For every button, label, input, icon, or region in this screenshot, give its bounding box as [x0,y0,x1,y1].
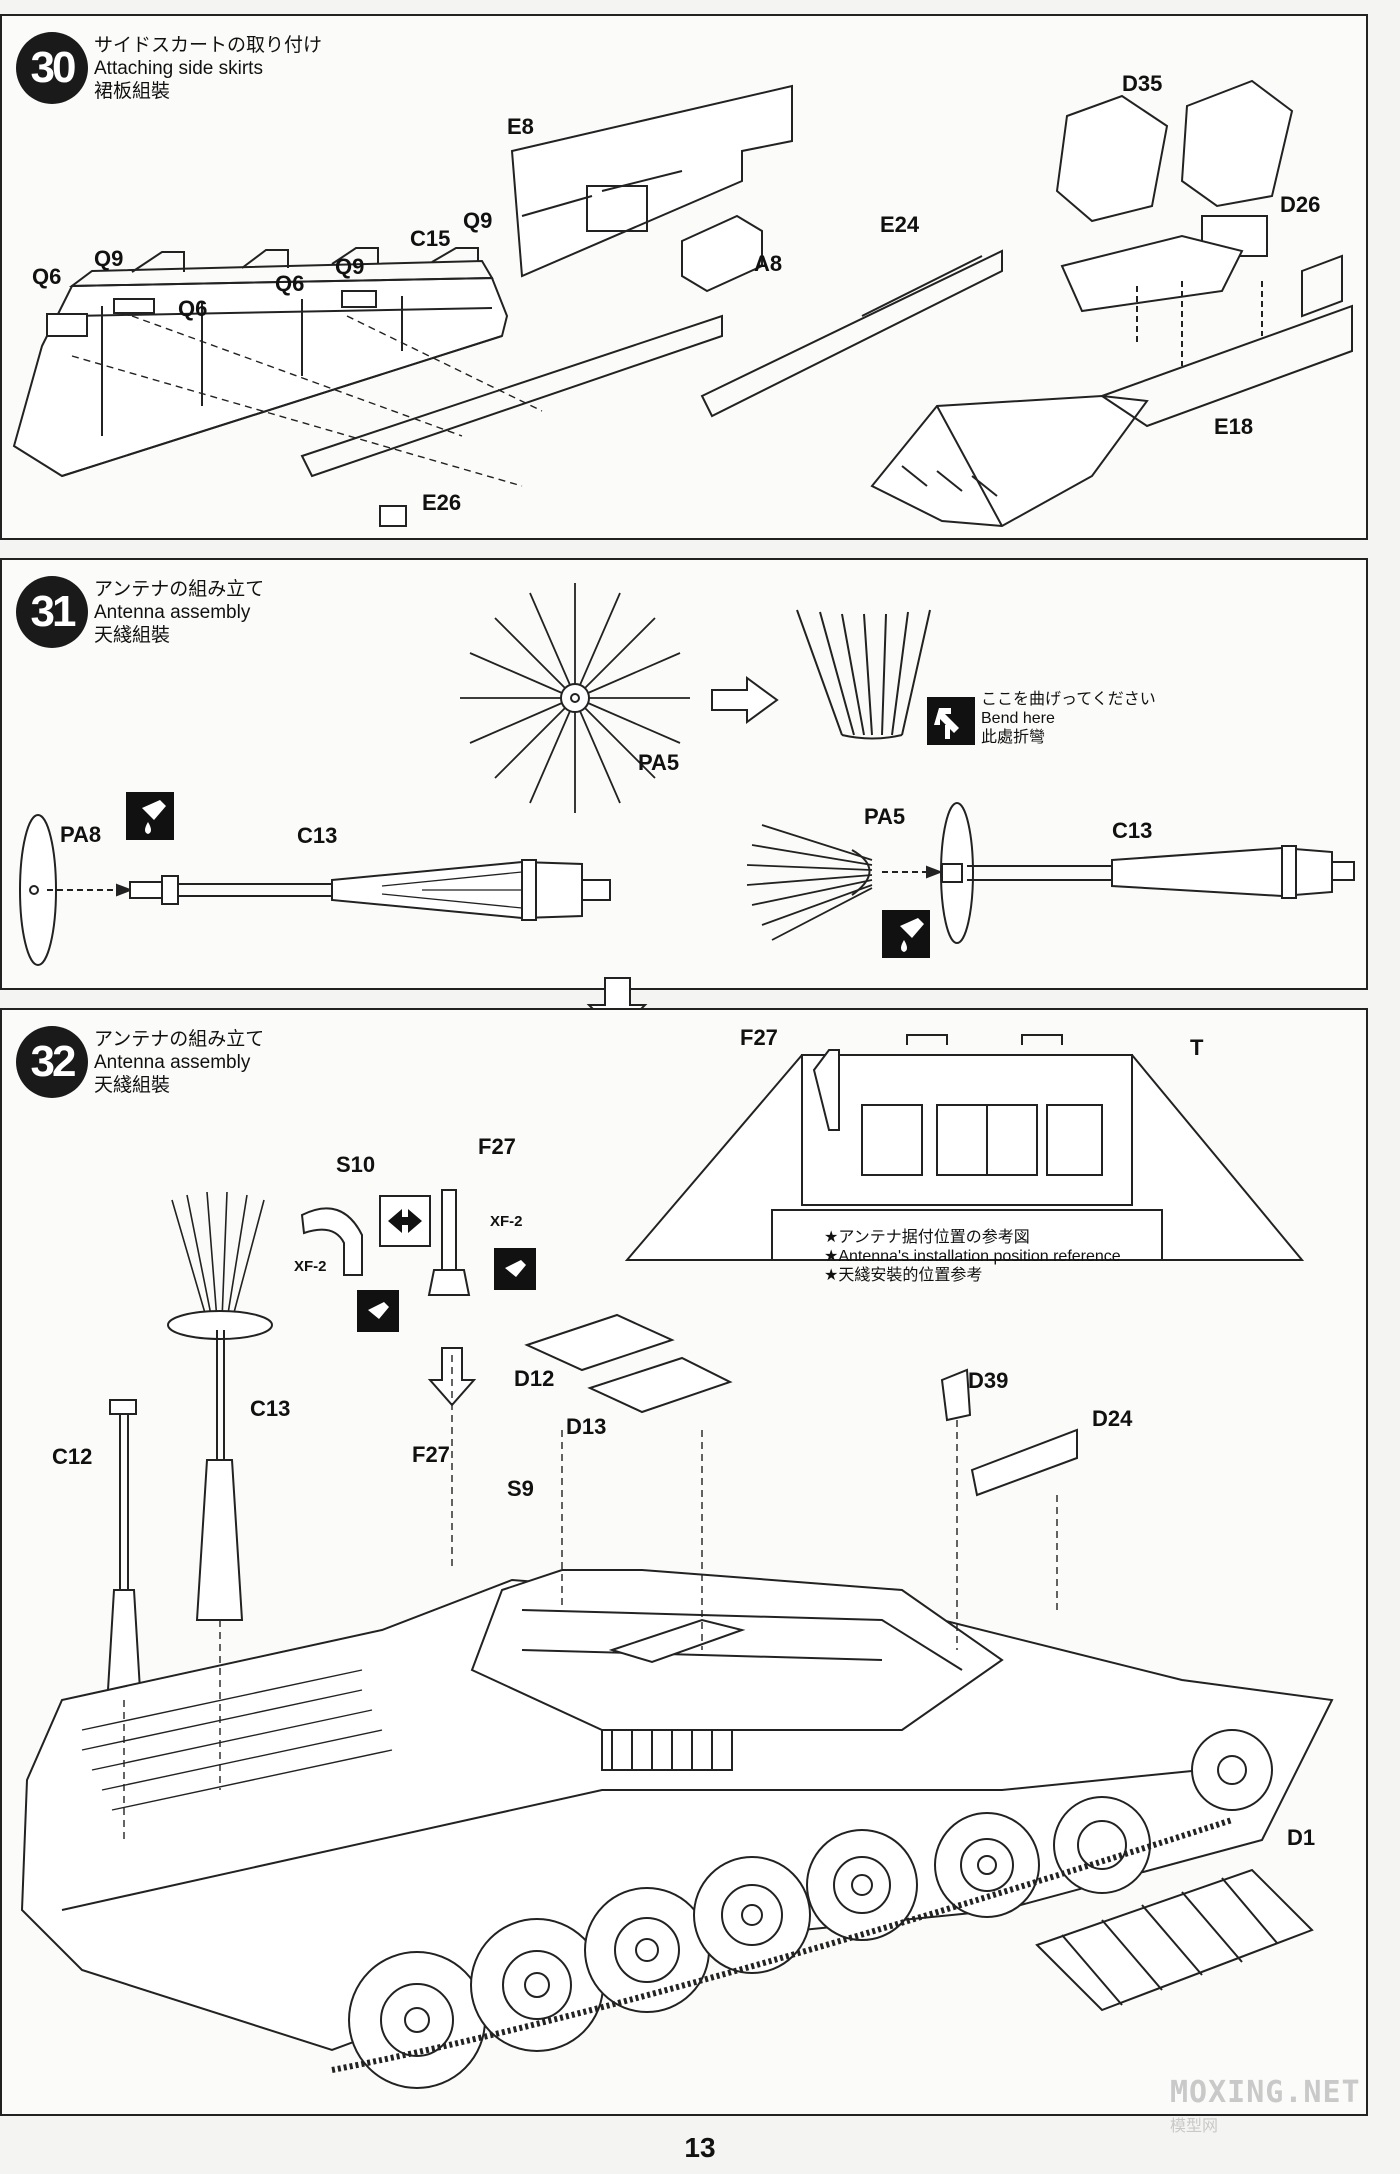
part-label-PA5: PA5 [864,804,906,829]
part-label-C12: C12 [52,1444,93,1469]
part-label-E26: E26 [422,490,462,515]
part-label-A8: A8 [754,251,783,276]
part-label-PA8: PA8 [60,822,102,847]
reference-note-en: ★Antenna's installation position referen… [824,1248,1121,1265]
part-label-F27: F27 [478,1134,516,1159]
antenna-assembly-illustration [19,583,1355,966]
part-label-Q6: Q6 [32,264,62,289]
part-label-T: T [1190,1035,1204,1060]
antenna-reference-note: ★アンテナ据付位置の参考図 ★Antenna's installation po… [824,1228,1121,1285]
bend-note-en: Bend here [981,710,1055,727]
step-30-panel: 30 サイドスカートの取り付け Attaching side skirts 裙板… [0,14,1368,540]
part-label-C13: C13 [297,823,338,848]
step-title-cn: 天綫組裝 [94,1075,171,1096]
part-label-C13: C13 [250,1396,291,1421]
part-label-S9: S9 [507,1476,534,1501]
part-label-Q9: Q9 [335,254,365,279]
step-title-jp: サイドスカートの取り付け [94,35,323,56]
part-label-E8: E8 [507,114,534,139]
part-label-Q9: Q9 [94,246,124,271]
part-label-C13: C13 [1112,818,1153,843]
part-label-D24: D24 [1092,1406,1133,1431]
vehicle-illustration [20,1034,1334,2089]
step-title-cn: 裙板組裝 [94,81,171,102]
step-title-en: Antenna assembly [94,1052,251,1073]
reference-note-jp: ★アンテナ据付位置の参考図 [824,1229,1030,1246]
bend-note-jp: ここを曲げってください [981,691,1156,708]
step-title-en: Antenna assembly [94,602,251,623]
part-label-S10: S10 [336,1152,376,1177]
step-title-jp: アンテナの組み立て [94,1029,265,1050]
step-title-en: Attaching side skirts [94,58,263,79]
part-label-D1: D1 [1287,1825,1316,1850]
part-label-XF-2: XF-2 [490,1213,523,1230]
part-label-Q6: Q6 [275,271,305,296]
step-number-badge: 30 [16,32,88,104]
step-31-panel: 31 アンテナの組み立て Antenna assembly 天綫組裝 [0,558,1368,990]
part-label-D35: D35 [1122,71,1163,96]
part-label-D39: D39 [968,1368,1009,1393]
side-skirt-illustration [12,79,1353,528]
step-title-cn: 天綫組裝 [94,625,171,646]
part-label-D12: D12 [514,1366,555,1391]
bend-here-note: ここを曲げってください Bend here 此處折彎 [981,690,1156,747]
part-label-D13: D13 [566,1414,607,1439]
step-title: アンテナの組み立て Antenna assembly 天綫組裝 [94,1028,264,1097]
part-label-C15: C15 [410,226,451,251]
part-label-D26: D26 [1280,192,1321,217]
part-label-F27: F27 [412,1442,450,1467]
part-label-F27: F27 [740,1025,778,1050]
bend-note-cn: 此處折彎 [981,729,1046,746]
part-label-PA5: PA5 [638,750,680,775]
step-number-badge: 31 [16,576,88,648]
reference-note-cn: ★天綫安裝的位置参考 [824,1267,983,1284]
step-title: アンテナの組み立て Antenna assembly 天綫組裝 [94,578,264,647]
part-label-Q9: Q9 [463,208,493,233]
part-label-E18: E18 [1214,414,1254,439]
part-label-Q6: Q6 [178,296,208,321]
step-32-panel: 32 アンテナの組み立て Antenna assembly 天綫組裝 [0,1008,1368,2116]
watermark: MOXING.NET [1170,2075,1361,2110]
watermark-sub: 模型网 [1170,2118,1219,2135]
step-title: サイドスカートの取り付け Attaching side skirts 裙板組裝 [94,34,322,103]
part-label-E24: E24 [880,212,920,237]
page-number: 13 [684,2132,716,2163]
step-number-badge: 32 [16,1026,88,1098]
part-label-XF-2: XF-2 [294,1258,327,1275]
step-title-jp: アンテナの組み立て [94,579,265,600]
